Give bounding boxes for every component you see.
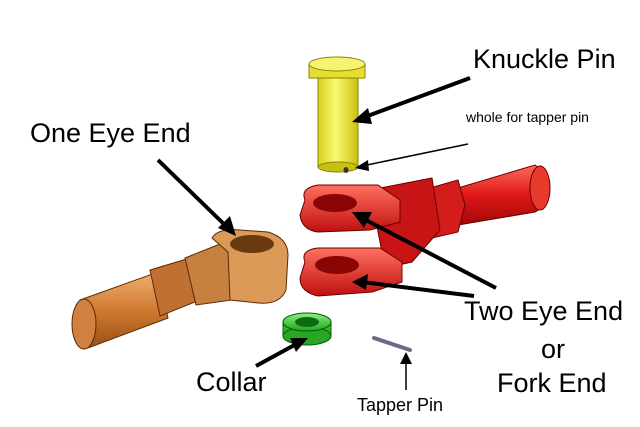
- label-one-eye-end: One Eye End: [30, 118, 191, 148]
- knuckle-pin-part: [308, 56, 366, 173]
- label-or: or: [541, 334, 566, 364]
- label-fork-end: Fork End: [497, 368, 607, 398]
- label-two-eye-end: Two Eye End: [464, 296, 624, 326]
- taper-pin-part: [372, 336, 412, 352]
- label-collar: Collar: [196, 367, 267, 397]
- fork-end-part: [299, 164, 551, 297]
- callout-arrows: [156, 76, 497, 390]
- label-hole-for-taper-pin: whole for tapper pin: [466, 109, 589, 125]
- label-taper-pin: Tapper Pin: [357, 395, 444, 415]
- label-knuckle-pin: Knuckle Pin: [473, 44, 616, 74]
- eye-end-part: [71, 229, 289, 350]
- collar-part: [282, 312, 332, 346]
